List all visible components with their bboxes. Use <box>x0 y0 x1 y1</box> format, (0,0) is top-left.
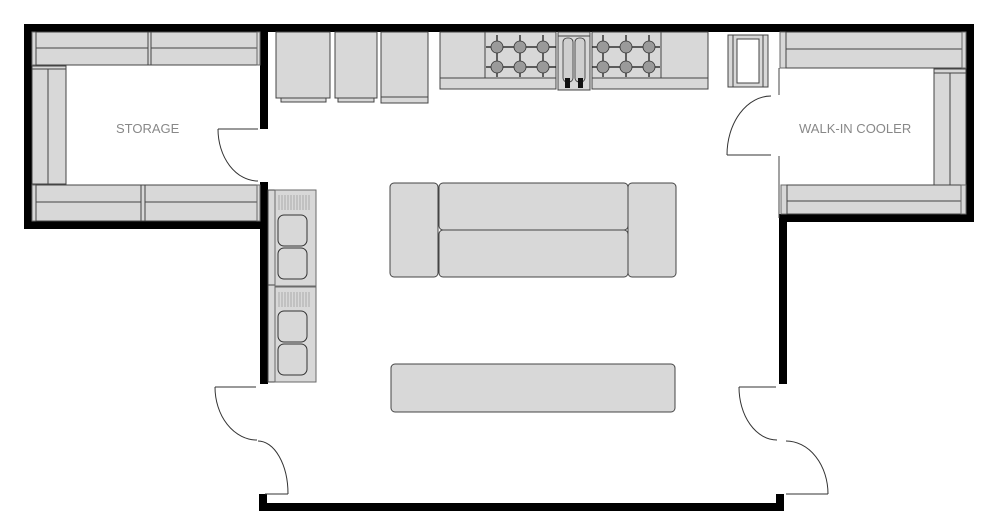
walk-in-cooler-label: WALK-IN COOLER <box>799 121 912 136</box>
double-door-right[interactable] <box>738 386 829 495</box>
cooking-line <box>439 31 709 91</box>
fryer <box>557 31 591 91</box>
walls <box>24 24 974 511</box>
range-right-burners <box>592 35 660 77</box>
range-left-burners <box>486 35 556 77</box>
double-door-left[interactable] <box>214 386 289 495</box>
cooler-door[interactable] <box>726 95 772 156</box>
storage-shelving <box>31 31 261 222</box>
cooler-shelving <box>779 31 967 215</box>
hand-sink <box>727 34 769 88</box>
storage-label: STORAGE <box>116 121 180 136</box>
storage-door[interactable] <box>217 128 259 182</box>
reach-in-refrigerators <box>275 31 429 104</box>
center-prep-island <box>389 182 677 278</box>
work-table <box>390 363 676 413</box>
prep-sinks <box>267 189 317 383</box>
